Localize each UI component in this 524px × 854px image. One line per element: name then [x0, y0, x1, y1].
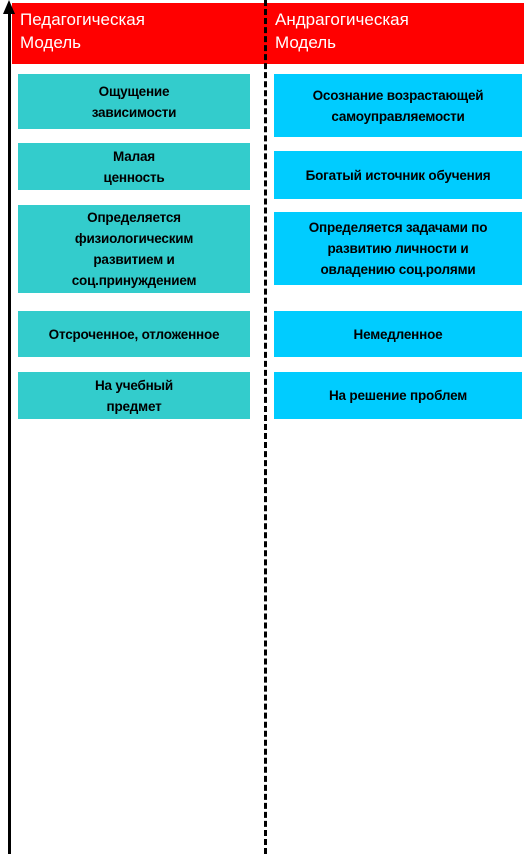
right-box-label: Немедленное	[353, 326, 443, 342]
right-box-self-direction: Осознание возрастающей самоуправляемости	[274, 74, 522, 137]
axis-arrow-icon	[3, 0, 15, 14]
right-box-personal-development: Определяется задачами по развитию личнос…	[274, 212, 522, 285]
right-box-rich-source: Богатый источник обучения	[274, 151, 522, 199]
left-box-postponed: Отсроченное, отложенное	[18, 311, 250, 357]
vertical-axis-line	[8, 10, 11, 854]
right-box-immediate: Немедленное	[274, 311, 522, 357]
header-bar	[12, 3, 524, 64]
left-box-label: Определяется физиологическим развитием и…	[71, 210, 197, 288]
left-box-label: Малая ценность	[103, 148, 165, 185]
right-box-problem-solving: На решение проблем	[274, 372, 522, 419]
left-box-dependence: Ощущение зависимости	[18, 74, 250, 129]
andragogical-model-title: Андрагогическая Модель	[275, 10, 409, 52]
pedagogical-model-title: Педагогическая Модель	[20, 10, 145, 52]
right-box-label: Богатый источник обучения	[305, 167, 491, 183]
left-box-subject: На учебный предмет	[18, 372, 250, 419]
right-box-label: Осознание возрастающей самоуправляемости	[312, 87, 484, 124]
left-box-physiological-development: Определяется физиологическим развитием и…	[18, 205, 250, 293]
left-box-label: Ощущение зависимости	[91, 83, 177, 120]
right-box-label: На решение проблем	[329, 388, 467, 403]
left-box-label: Отсроченное, отложенное	[48, 326, 220, 342]
left-box-low-value: Малая ценность	[18, 143, 250, 190]
right-box-label: Определяется задачами по развитию личнос…	[308, 220, 488, 277]
left-box-label: На учебный предмет	[94, 377, 173, 414]
dashed-divider	[264, 0, 267, 854]
